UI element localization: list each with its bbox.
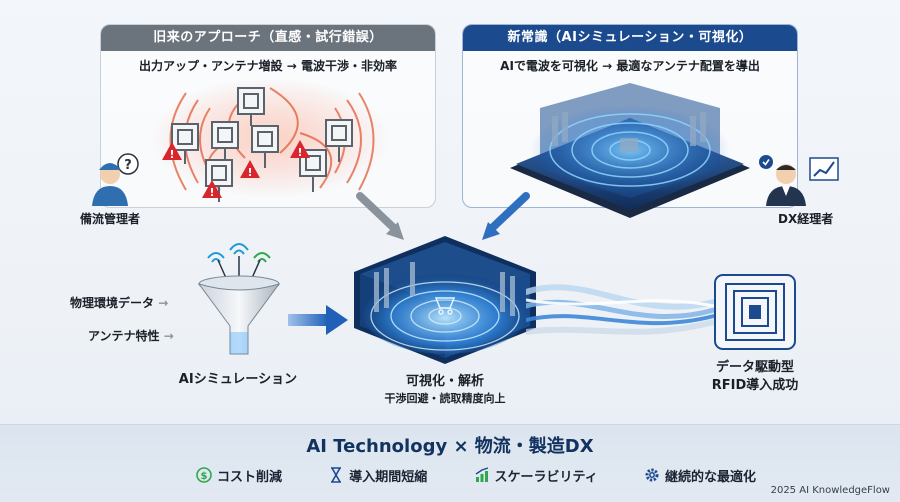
benefits-list: $ コスト削減 導入期間短縮 スケーラビリティ 継続的な最適化 — [196, 464, 756, 486]
merge-arrows — [356, 192, 530, 240]
legacy-approach-subtitle: 出力アップ・アンテナ増設 → 電波干渉・非効率 — [139, 59, 397, 73]
center-subtitle: 干渉回避・読取精度向上 — [384, 392, 506, 405]
interference-illustration: ! ! ! ! — [150, 78, 390, 202]
footer-title: AI Technology × 物流・製造DX — [306, 436, 594, 457]
dx-manager-label: DX経理者 — [778, 212, 834, 226]
funnel-to-center-arrow — [288, 305, 348, 335]
gear-icon — [645, 468, 659, 482]
new-approach-subtitle: AIで電波を可視化 → 最適なアンテナ配置を導出 — [500, 59, 760, 73]
benefit-cost-reduction: $ コスト削減 — [196, 466, 282, 485]
footer-band — [0, 424, 900, 502]
logistics-manager-label: 備流管理者 — [80, 212, 141, 226]
data-flow-streams — [526, 284, 716, 335]
result-line1: データ駆動型 — [715, 360, 794, 375]
benefit-scalability: スケーラビリティ — [474, 466, 598, 485]
antenna-group — [171, 87, 353, 202]
center-title: 可視化・解析 — [405, 374, 484, 389]
input-antenna-specs: アンテナ特性 → — [88, 329, 174, 343]
benefit-shorter-deployment: 導入期間短縮 — [328, 466, 427, 485]
coin-icon: $ — [196, 467, 212, 483]
result-line2: RFID導入成功 — [711, 378, 799, 393]
digital-twin-warehouse-icon — [510, 83, 750, 218]
growth-chart-icon — [475, 467, 488, 482]
funnel-icon — [197, 243, 281, 355]
legacy-approach-title: 旧来のアプローチ（直感・試行錯誤） — [101, 25, 435, 51]
copyright-text: 2025 AI KnowledgeFlow — [770, 485, 890, 496]
hourglass-icon — [331, 467, 342, 483]
warning-icon: ! ! ! ! — [162, 140, 310, 199]
svg-text:$: $ — [201, 471, 208, 482]
svg-text:!: ! — [169, 148, 174, 161]
logistics-manager-avatar: ? — [92, 153, 139, 206]
svg-text:!: ! — [209, 186, 214, 199]
visualization-cube — [354, 236, 536, 364]
dx-manager-avatar — [759, 155, 839, 206]
rfid-tag-icon — [714, 274, 796, 350]
svg-text:?: ? — [124, 158, 132, 173]
benefit-continuous-optimization: 継続的な最適化 — [644, 466, 756, 485]
svg-text:!: ! — [247, 166, 252, 179]
funnel-label: AIシミュレーション — [178, 372, 298, 387]
input-physical-data: 物理環境データ → — [70, 296, 169, 310]
svg-text:!: ! — [297, 146, 302, 159]
new-approach-title: 新常識（AIシミュレーション・可視化） — [463, 25, 797, 51]
